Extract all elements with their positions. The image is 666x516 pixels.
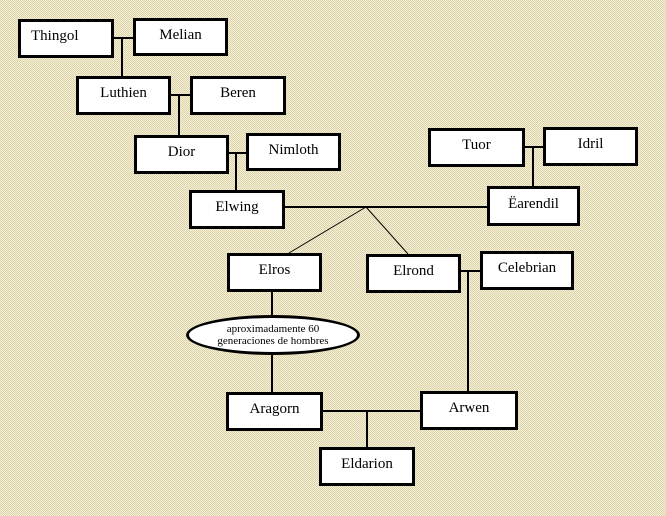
person-idril: Idril	[543, 127, 638, 166]
person-elrond: Elrond	[366, 254, 461, 293]
person-name: Celebrian	[497, 260, 557, 276]
person-name: Elros	[258, 262, 291, 278]
person-elros: Elros	[227, 253, 322, 292]
person-elwing: Elwing	[189, 190, 285, 229]
elrond-descent	[365, 206, 409, 255]
person-name: Elwing	[215, 199, 259, 215]
person-tuor: Tuor	[428, 128, 525, 167]
person-name: Arwen	[448, 400, 490, 416]
person-melian: Melian	[133, 18, 228, 56]
person-name: Melian	[159, 26, 202, 43]
person-name: Aragorn	[249, 401, 300, 417]
person-celebrian: Celebrian	[480, 251, 574, 290]
person-name: Beren	[220, 85, 256, 101]
person-beren: Beren	[190, 76, 286, 115]
person-nimloth: Nimloth	[246, 133, 341, 171]
person-earendil: Ëarendil	[487, 186, 580, 226]
person-name: Nimloth	[268, 141, 319, 158]
person-aragorn: Aragorn	[226, 392, 323, 431]
note-line-2: generaciones de hombres	[217, 335, 329, 347]
person-name: Dior	[167, 144, 196, 160]
person-name: Luthien	[100, 85, 147, 101]
person-dior: Dior	[134, 135, 229, 174]
person-thingol: Thingol	[18, 19, 114, 58]
note-line-1: aproximadamente 60	[226, 323, 320, 335]
person-eldarion: Eldarion	[319, 447, 415, 486]
person-name: Idril	[577, 136, 604, 152]
person-name: Tuor	[462, 137, 491, 153]
person-name: Ëarendil	[508, 195, 559, 212]
generations-note: aproximadamente 60 generaciones de hombr…	[186, 315, 360, 355]
person-name: Elrond	[393, 263, 434, 279]
person-luthien: Luthien	[76, 76, 171, 115]
person-name: Eldarion	[341, 456, 393, 472]
elros-descent	[288, 206, 367, 254]
person-name: Thingol	[31, 28, 79, 44]
person-arwen: Arwen	[420, 391, 518, 430]
